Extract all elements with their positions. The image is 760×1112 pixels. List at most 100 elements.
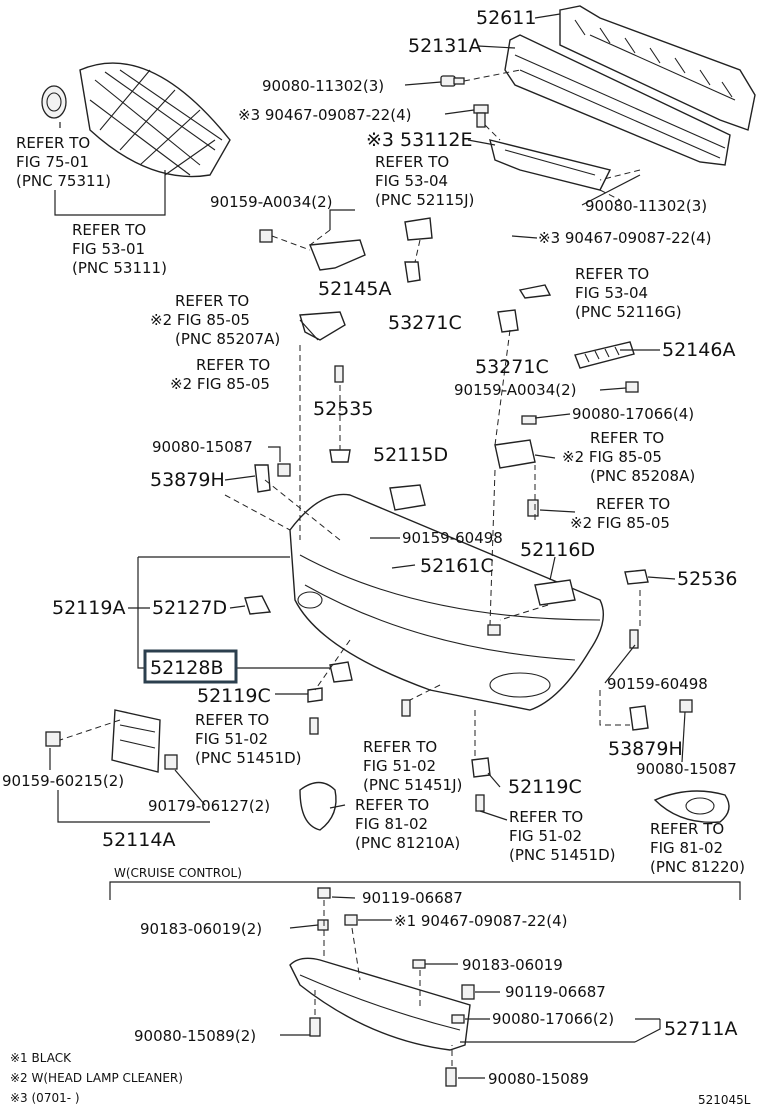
bumper-cover-52119A <box>289 493 604 711</box>
ref85-05-b-1[interactable]: REFER TO <box>196 356 270 374</box>
label-52536[interactable]: 52536 <box>677 568 737 590</box>
ref75-01-2[interactable]: FIG 75-01 <box>16 153 89 171</box>
ref53-01-1[interactable]: REFER TO <box>72 221 146 239</box>
label-90080-15087-b[interactable]: 90080-15087 <box>636 760 737 778</box>
ref85-05-a-2[interactable]: ※2 FIG 85-05 <box>150 311 250 329</box>
ref53-04-b-2[interactable]: FIG 53-04 <box>575 284 648 302</box>
label-90183-06019-2[interactable]: 90183-06019(2) <box>140 920 262 938</box>
diagram-code: 521045L <box>698 1093 751 1107</box>
ref81-02-a-1[interactable]: REFER TO <box>355 796 429 814</box>
absorber-52611 <box>559 5 756 131</box>
footnote-legend: ※1 BLACK ※2 W(HEAD LAMP CLEANER) ※3 (070… <box>10 1051 183 1105</box>
ref75-01-1[interactable]: REFER TO <box>16 134 90 152</box>
label-90080-15087-a[interactable]: 90080-15087 <box>152 438 253 456</box>
label-90080-17066-2[interactable]: 90080-17066(2) <box>492 1010 614 1028</box>
label-90467-c[interactable]: ※1 90467-09087-22(4) <box>394 912 567 930</box>
label-90159-60498-a[interactable]: 90159-60498 <box>402 529 503 547</box>
label-90080-15089[interactable]: 90080-15089 <box>488 1070 589 1088</box>
label-52119C-b[interactable]: 52119C <box>508 776 582 798</box>
cover-52127D <box>244 595 272 615</box>
label-53271C-b[interactable]: 53271C <box>475 356 549 378</box>
ref51-02-b-2[interactable]: FIG 51-02 <box>363 757 436 775</box>
fog-lamp-left-81210A <box>299 781 337 831</box>
ref53-01-2[interactable]: FIG 53-01 <box>72 240 145 258</box>
label-90080-11302-b[interactable]: 90080-11302(3) <box>585 197 707 215</box>
label-90179-06127[interactable]: 90179-06127(2) <box>148 797 270 815</box>
label-52128B[interactable]: 52128B <box>150 657 223 679</box>
fog-lamp-right-81220 <box>653 790 730 824</box>
label-90119-06687-b[interactable]: 90119-06687 <box>505 983 606 1001</box>
ref81-02-a-3[interactable]: (PNC 81210A) <box>355 834 460 852</box>
ref51-02-b-3[interactable]: (PNC 51451J) <box>363 776 462 794</box>
label-52115D[interactable]: 52115D <box>373 444 448 466</box>
label-90080-11302-a[interactable]: 90080-11302(3) <box>262 77 384 95</box>
leader-lines <box>49 13 686 1079</box>
label-90159-60498-b[interactable]: 90159-60498 <box>607 675 708 693</box>
bracket-85207A <box>299 311 346 383</box>
ref81-02-b-3[interactable]: (PNC 81220) <box>650 858 745 876</box>
ref53-04-a-2[interactable]: FIG 53-04 <box>375 172 448 190</box>
ref53-01-3[interactable]: (PNC 53111) <box>72 259 167 277</box>
variant-label-cruise-control: W(CRUISE CONTROL) <box>114 866 242 880</box>
label-52114A[interactable]: 52114A <box>102 829 175 851</box>
label-52131A[interactable]: 52131A <box>408 35 481 57</box>
under-cover-guide-lines <box>314 900 453 1066</box>
ref85-05-a-1[interactable]: REFER TO <box>175 292 249 310</box>
ref85-05-c-2[interactable]: ※2 FIG 85-05 <box>562 448 662 466</box>
ref51-02-a-2[interactable]: FIG 51-02 <box>195 730 268 748</box>
label-53879H-a[interactable]: 53879H <box>150 469 225 491</box>
ref53-04-a-1[interactable]: REFER TO <box>375 153 449 171</box>
label-52119A[interactable]: 52119A <box>52 597 125 619</box>
ref85-05-d-1[interactable]: REFER TO <box>596 495 670 513</box>
label-53879H-b[interactable]: 53879H <box>608 738 683 760</box>
label-52145A[interactable]: 52145A <box>318 278 391 300</box>
assembly-guide-lines <box>59 229 641 760</box>
label-52119C-a[interactable]: 52119C <box>197 685 271 707</box>
ref51-02-c-3[interactable]: (PNC 51451D) <box>509 846 615 864</box>
ref53-04-b-3[interactable]: (PNC 52116G) <box>575 303 682 321</box>
ref53-04-a-3[interactable]: (PNC 52115J) <box>375 191 474 209</box>
label-52146A[interactable]: 52146A <box>662 339 735 361</box>
ref81-02-b-1[interactable]: REFER TO <box>650 820 724 838</box>
ref85-05-b-2[interactable]: ※2 FIG 85-05 <box>170 375 270 393</box>
clip-52119C-left <box>307 687 411 735</box>
bracket-52116D <box>534 579 576 606</box>
label-53112E[interactable]: ※3 53112E <box>366 129 473 151</box>
label-90080-15089-2[interactable]: 90080-15089(2) <box>134 1027 256 1045</box>
label-90080-17066-4[interactable]: 90080-17066(4) <box>572 405 694 423</box>
ref85-05-d-2[interactable]: ※2 FIG 85-05 <box>570 514 670 532</box>
bracket-53112E <box>489 139 612 191</box>
label-52535[interactable]: 52535 <box>313 398 373 420</box>
label-90159-A0034-b[interactable]: 90159-A0034(2) <box>454 381 576 399</box>
ref51-02-a-1[interactable]: REFER TO <box>195 711 269 729</box>
label-90467-a[interactable]: ※3 90467-09087-22(4) <box>238 106 411 124</box>
label-52116D[interactable]: 52116D <box>520 539 595 561</box>
ref51-02-a-3[interactable]: (PNC 51451D) <box>195 749 301 767</box>
label-90467-b[interactable]: ※3 90467-09087-22(4) <box>538 229 711 247</box>
ref81-02-b-2[interactable]: FIG 81-02 <box>650 839 723 857</box>
label-52611[interactable]: 52611 <box>476 7 536 29</box>
label-90159-60215[interactable]: 90159-60215(2) <box>2 772 124 790</box>
clip-52535 <box>329 449 351 463</box>
ref51-02-c-2[interactable]: FIG 51-02 <box>509 827 582 845</box>
label-52127D[interactable]: 52127D <box>152 597 227 619</box>
ref85-05-c-1[interactable]: REFER TO <box>590 429 664 447</box>
ref51-02-c-1[interactable]: REFER TO <box>509 808 583 826</box>
bracket-52115J <box>404 217 433 241</box>
label-90159-A0034-a[interactable]: 90159-A0034(2) <box>210 193 332 211</box>
under-cover-52711A <box>289 887 475 1087</box>
legend-line-3: ※3 (0701- ) <box>10 1091 80 1105</box>
ref53-04-b-1[interactable]: REFER TO <box>575 265 649 283</box>
ref81-02-a-2[interactable]: FIG 81-02 <box>355 815 428 833</box>
label-52161C[interactable]: 52161C <box>420 555 494 577</box>
ref85-05-a-3[interactable]: (PNC 85207A) <box>175 330 280 348</box>
label-90183-06019[interactable]: 90183-06019 <box>462 956 563 974</box>
label-90119-06687-a[interactable]: 90119-06687 <box>362 889 463 907</box>
label-52711A[interactable]: 52711A <box>664 1018 737 1040</box>
highlight-box-52128B <box>143 649 238 684</box>
ref85-05-c-3[interactable]: (PNC 85208A) <box>590 467 695 485</box>
ref75-01-3[interactable]: (PNC 75311) <box>16 172 111 190</box>
ref51-02-b-1[interactable]: REFER TO <box>363 738 437 756</box>
label-53271C-a[interactable]: 53271C <box>388 312 462 334</box>
license-plate-bracket-52114A <box>45 709 178 773</box>
